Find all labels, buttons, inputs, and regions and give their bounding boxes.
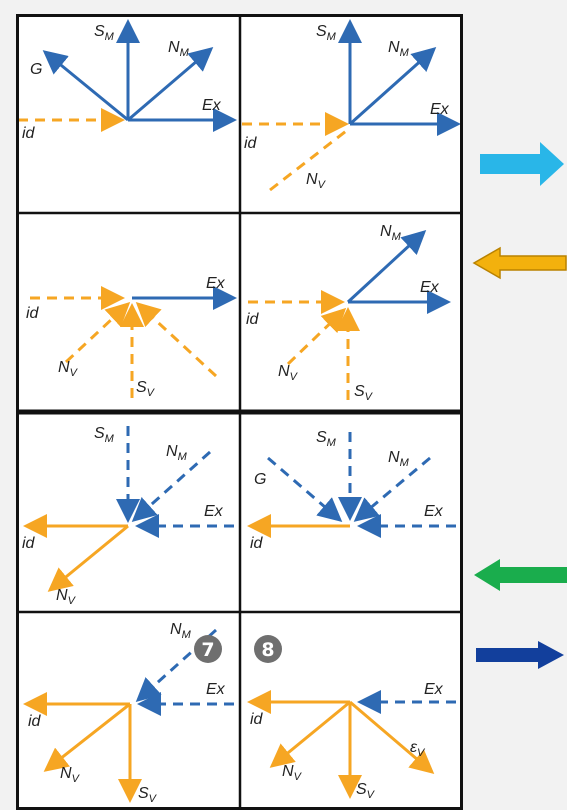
n-v-vector: [43, 702, 131, 772]
label-s-v: SV: [136, 379, 156, 399]
label-g: G: [30, 61, 42, 78]
label-id: id: [244, 135, 258, 152]
label-ex: Ex: [424, 681, 444, 698]
label-s-m: SM: [94, 23, 115, 43]
label-n-m: NM: [388, 39, 410, 59]
n-v-vector: [47, 524, 129, 592]
label-ex: Ex: [420, 279, 440, 296]
label-n-m: NM: [166, 443, 188, 463]
panel-2: SM NM Ex id NV: [242, 19, 461, 192]
n-m-vector: [349, 47, 437, 126]
label-n-m: NM: [388, 449, 410, 469]
label-epsilon-v: εV: [410, 739, 426, 759]
n-v-vector: [269, 700, 351, 768]
label-ex: Ex: [424, 503, 444, 520]
n-m-vector: [346, 229, 427, 304]
label-id: id: [22, 535, 36, 552]
panel-8: 8 Ex id NV SV εV: [247, 635, 456, 801]
vector-diagram-grid: SM G NM Ex id SM NM Ex id NV Ex id NV SV: [16, 14, 463, 810]
label-ex: Ex: [202, 97, 222, 114]
label-s-m: SM: [94, 425, 115, 445]
badge-7-label: 7: [201, 639, 214, 661]
label-s-v: SV: [356, 781, 376, 801]
badge-7: [194, 635, 222, 663]
label-n-v: NV: [278, 363, 299, 383]
label-n-v: NV: [282, 763, 303, 783]
panel-3: Ex id NV SV: [26, 275, 237, 399]
n-v-vector: [64, 301, 131, 364]
grid-lines: [16, 14, 463, 810]
label-n-v: NV: [306, 171, 327, 191]
badge-8: [254, 635, 282, 663]
diagonal-v-vector: [135, 301, 218, 378]
g-vector: [42, 50, 129, 122]
epsilon-v-vector: [349, 700, 435, 774]
label-s-m: SM: [316, 429, 337, 449]
panel-5: SM NM Ex id NV: [22, 425, 234, 607]
label-n-v: NV: [56, 587, 77, 607]
panel-6: SM G NM Ex id: [247, 429, 456, 552]
label-s-v: SV: [354, 383, 374, 403]
label-n-v: NV: [58, 359, 79, 379]
label-n-m: NM: [168, 39, 190, 59]
label-id: id: [28, 713, 42, 730]
badge-8-label: 8: [261, 639, 274, 661]
n-v-vector: [286, 307, 347, 366]
label-n-m: NM: [170, 621, 192, 641]
label-s-v: SV: [138, 785, 158, 805]
label-n-m: NM: [380, 223, 402, 243]
label-id: id: [26, 305, 40, 322]
n-m-vector: [127, 47, 214, 122]
navy-arrow: [476, 641, 564, 669]
cyan-arrow: [480, 142, 564, 186]
label-g: G: [254, 471, 266, 488]
label-ex: Ex: [204, 503, 224, 520]
label-id: id: [246, 311, 260, 328]
label-ex: Ex: [206, 275, 226, 292]
label-id: id: [250, 535, 264, 552]
panel-7: NM 7 Ex id NV SV: [23, 621, 234, 805]
label-id: id: [250, 711, 264, 728]
label-n-v: NV: [60, 765, 81, 785]
label-ex: Ex: [206, 681, 226, 698]
panel-4: NM Ex id NV SV: [246, 223, 451, 403]
panel-1: SM G NM Ex id: [18, 19, 237, 142]
label-s-m: SM: [316, 23, 337, 43]
green-arrow: [474, 559, 567, 591]
label-ex: Ex: [430, 101, 450, 118]
label-id: id: [22, 125, 36, 142]
orange-arrow: [472, 246, 567, 280]
